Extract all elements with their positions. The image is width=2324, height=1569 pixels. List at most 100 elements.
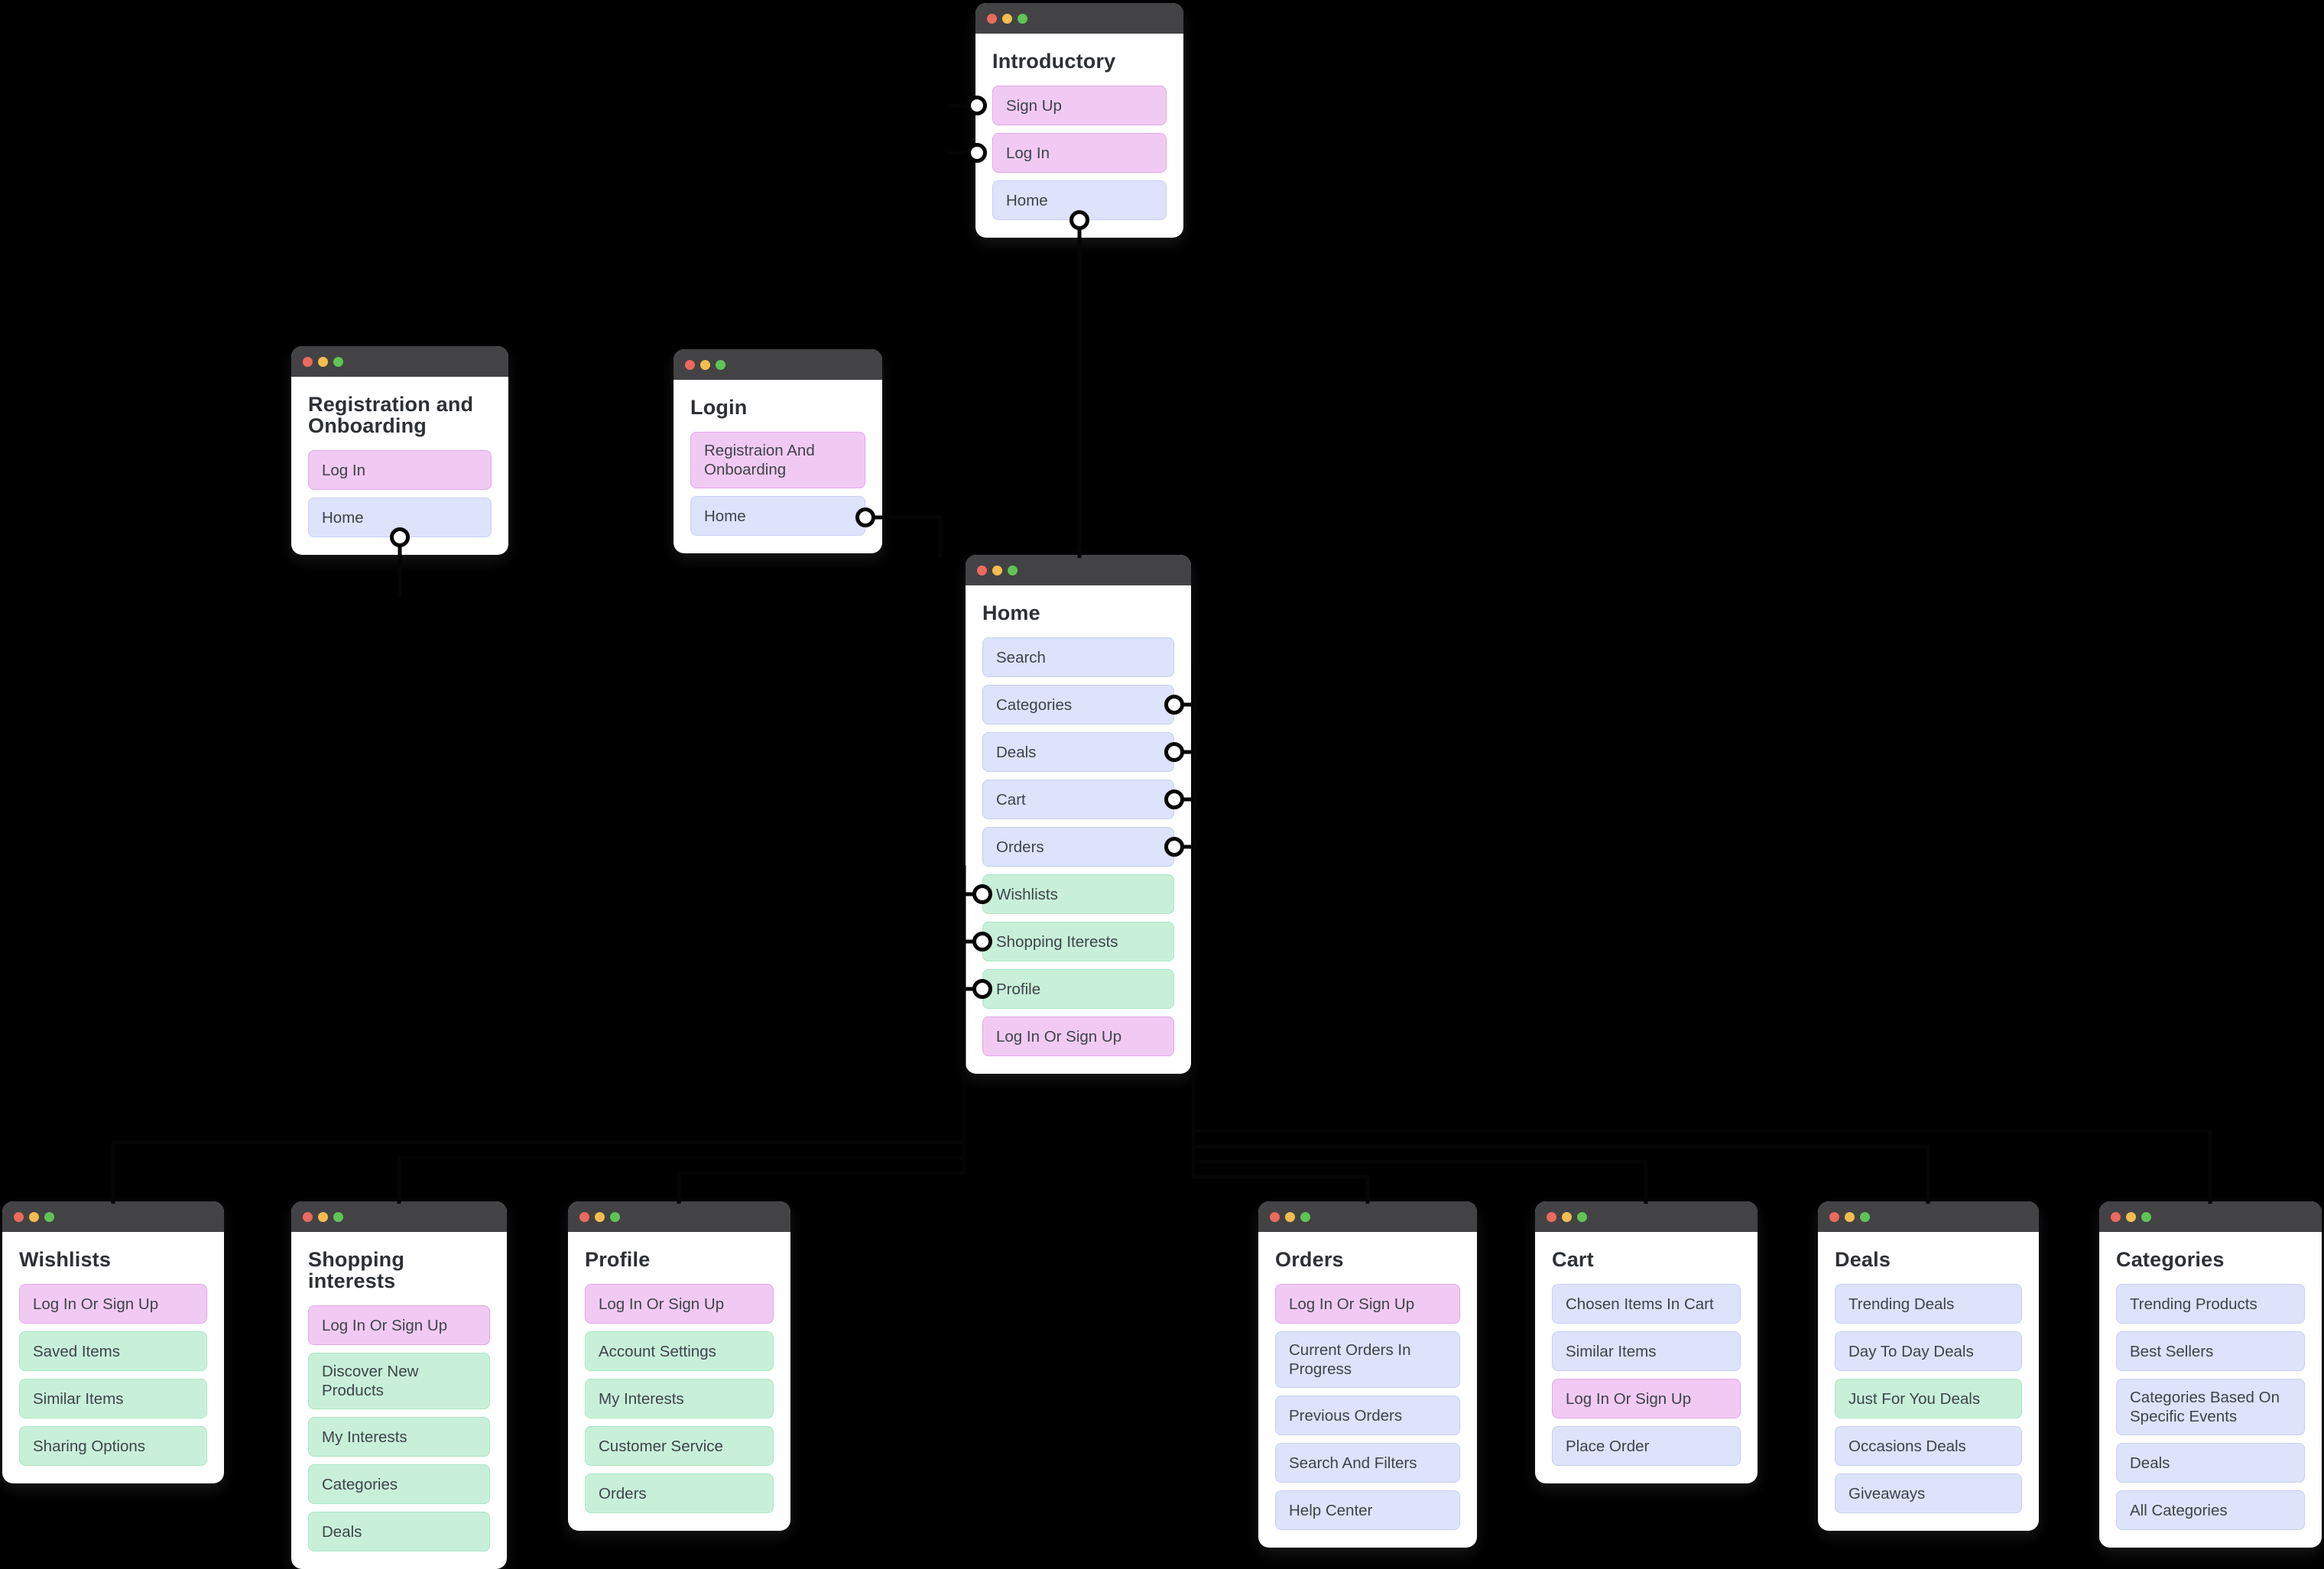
connector-home-deals-to-deals (1174, 750, 1930, 1204)
traffic-light-red-icon (14, 1211, 24, 1222)
node-item-place-order[interactable]: Place Order (1552, 1426, 1741, 1466)
node-item-saved-items[interactable]: Saved Items (19, 1331, 207, 1371)
node-item-just-for-you-deals[interactable]: Just For You Deals (1835, 1379, 2022, 1418)
node-item-home[interactable]: Home (992, 180, 1167, 220)
node-item-my-interests[interactable]: My Interests (585, 1379, 774, 1418)
node-item-categories-based-on-specific-events[interactable]: Categories Based On Specific Events (2116, 1379, 2305, 1435)
connector-home-cart-to-cart (1174, 797, 1648, 1204)
node-item-trending-products[interactable]: Trending Products (2116, 1284, 2305, 1324)
traffic-light-red-icon (1547, 1211, 1556, 1222)
window-titlebar (966, 555, 1191, 585)
traffic-light-yellow-icon (1562, 1211, 1572, 1222)
window-titlebar (2, 1201, 224, 1232)
node-item-profile[interactable]: Profile (982, 969, 1174, 1009)
traffic-light-yellow-icon (29, 1211, 39, 1222)
window-titlebar (1535, 1201, 1758, 1232)
node-item-search-and-filters[interactable]: Search And Filters (1275, 1443, 1460, 1483)
node-item-deals[interactable]: Deals (982, 732, 1174, 772)
node-item-log-in-or-sign-up[interactable]: Log In Or Sign Up (19, 1284, 207, 1324)
node-item-log-in-or-sign-up[interactable]: Log In Or Sign Up (982, 1016, 1174, 1056)
traffic-light-red-icon (685, 359, 695, 370)
node-item-log-in-or-sign-up[interactable]: Log In Or Sign Up (1552, 1379, 1741, 1418)
card-title: Deals (1835, 1248, 1891, 1271)
traffic-light-green-icon (716, 359, 725, 370)
node-item-help-center[interactable]: Help Center (1275, 1490, 1460, 1530)
window-titlebar (674, 349, 882, 380)
node-item-log-in[interactable]: Log In (308, 450, 492, 490)
node-item-home[interactable]: Home (690, 496, 865, 536)
node-item-log-in[interactable]: Log In (992, 133, 1167, 173)
traffic-light-yellow-icon (2126, 1211, 2136, 1222)
traffic-light-red-icon (2111, 1211, 2121, 1222)
node-item-cart[interactable]: Cart (982, 780, 1174, 819)
traffic-light-yellow-icon (1285, 1211, 1295, 1222)
traffic-light-yellow-icon (1845, 1211, 1855, 1222)
node-item-customer-service[interactable]: Customer Service (585, 1426, 774, 1466)
window-titlebar (975, 3, 1183, 34)
node-item-all-categories[interactable]: All Categories (2116, 1490, 2305, 1530)
node-item-sharing-options[interactable]: Sharing Options (19, 1426, 207, 1466)
traffic-light-yellow-icon (992, 565, 1002, 575)
node-item-my-interests[interactable]: My Interests (308, 1417, 490, 1457)
node-item-log-in-or-sign-up[interactable]: Log In Or Sign Up (308, 1305, 490, 1345)
node-item-occasions-deals[interactable]: Occasions Deals (1835, 1426, 2022, 1466)
node-item-categories[interactable]: Categories (982, 685, 1174, 725)
card-item-list: Sign Up Log In Home (992, 86, 1167, 220)
card-body: Introductory Sign Up Log In Home (975, 34, 1183, 238)
connector-home-categories-to-categories (1174, 702, 2212, 1204)
node-item-trending-deals[interactable]: Trending Deals (1835, 1284, 2022, 1324)
node-item-orders[interactable]: Orders (585, 1473, 774, 1513)
node-item-wishlists[interactable]: Wishlists (982, 874, 1174, 914)
node-item-discover-new-products[interactable]: Discover New Products (308, 1353, 490, 1409)
page-card-introductory[interactable]: Introductory Sign Up Log In Home (975, 3, 1183, 238)
window-titlebar (291, 1201, 507, 1232)
traffic-light-red-icon (303, 356, 313, 367)
node-item-search[interactable]: Search (982, 637, 1174, 677)
node-item-similar-items[interactable]: Similar Items (1552, 1331, 1741, 1371)
node-item-deals[interactable]: Deals (2116, 1443, 2305, 1483)
node-item-similar-items[interactable]: Similar Items (19, 1379, 207, 1418)
connector-home-profile-to-profile (677, 987, 982, 1204)
node-item-orders[interactable]: Orders (982, 827, 1174, 867)
node-item-chosen-items-in-cart[interactable]: Chosen Items In Cart (1552, 1284, 1741, 1324)
node-item-categories[interactable]: Categories (308, 1464, 490, 1504)
card-title: Introductory (992, 50, 1116, 73)
window-titlebar (2099, 1201, 2322, 1232)
node-item-day-to-day-deals[interactable]: Day To Day Deals (1835, 1331, 2022, 1371)
node-item-giveaways[interactable]: Giveaways (1835, 1473, 2022, 1513)
node-item-best-sellers[interactable]: Best Sellers (2116, 1331, 2305, 1371)
node-item-account-settings[interactable]: Account Settings (585, 1331, 774, 1371)
node-item-current-orders-in-progress[interactable]: Current Orders In Progress (1275, 1331, 1460, 1388)
traffic-light-red-icon (579, 1211, 589, 1222)
node-item-deals[interactable]: Deals (308, 1512, 490, 1551)
connector-home-orders-to-orders (1174, 844, 1370, 1204)
node-item-registraion-and-onboarding[interactable]: Registraion And Onboarding (690, 432, 865, 488)
node-item-log-in-or-sign-up[interactable]: Log In Or Sign Up (1275, 1284, 1460, 1324)
node-item-sign-up[interactable]: Sign Up (992, 86, 1167, 125)
node-item-previous-orders[interactable]: Previous Orders (1275, 1396, 1460, 1435)
node-item-home[interactable]: Home (308, 498, 492, 537)
node-item-log-in-or-sign-up[interactable]: Log In Or Sign Up (585, 1284, 774, 1324)
window-titlebar (568, 1201, 790, 1232)
node-item-shopping-iterests[interactable]: Shopping Iterests (982, 922, 1174, 961)
